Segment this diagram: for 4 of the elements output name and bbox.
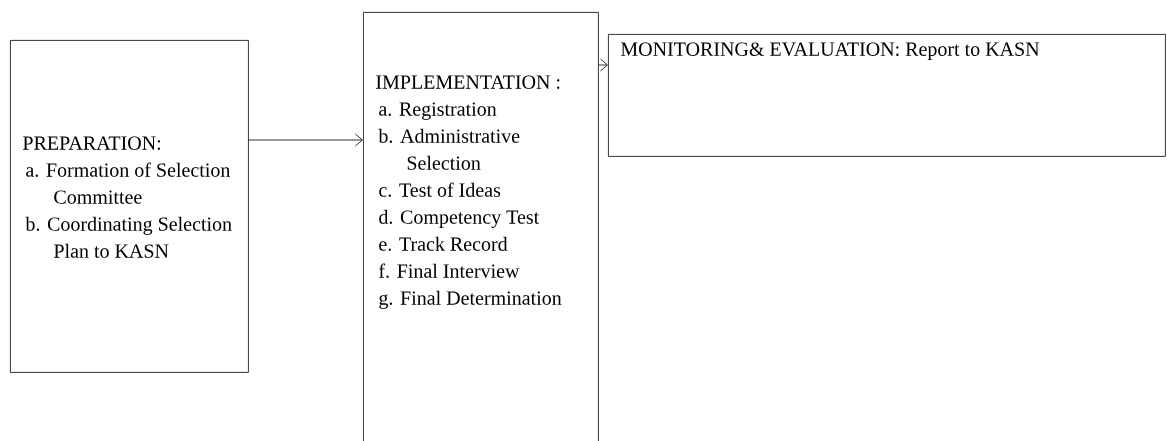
process-box: IMPLEMENTATION : a. Registration b. Administrative Selection c. Test of Ideas d. Competency Test e. Track Record f. Final Interview g. Final Determination (363, 12, 599, 441)
arrow (248, 133, 363, 147)
process-box: MONITORING& EVALUATION: Report to KASN (608, 34, 1166, 157)
process-box: PREPARATION: a. Formation of Selection Committee b. Coordinating Selection Plan to KASN (10, 40, 249, 373)
